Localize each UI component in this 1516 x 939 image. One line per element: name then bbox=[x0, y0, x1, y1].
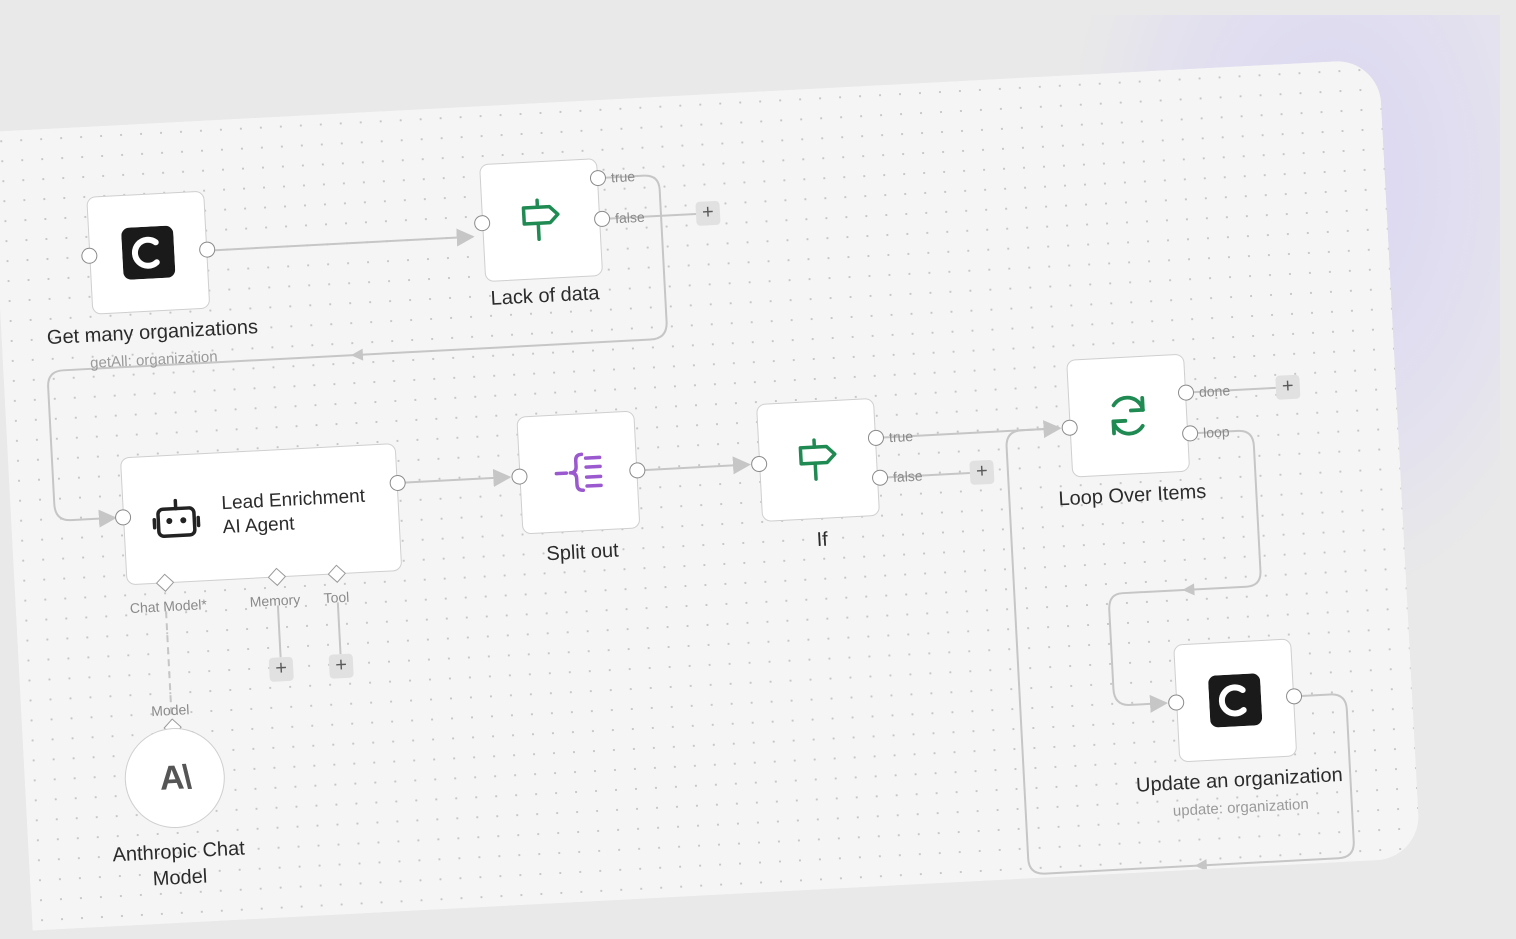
port-label-memory: Memory bbox=[249, 591, 301, 610]
edge-update-loop bbox=[1005, 427, 1355, 875]
organization-app-icon bbox=[1208, 673, 1263, 728]
node-if[interactable] bbox=[756, 397, 881, 522]
add-memory-button[interactable]: + bbox=[268, 656, 294, 682]
output-label-true-if: true bbox=[888, 427, 914, 446]
edge-getorgs-lackofdata bbox=[210, 228, 475, 252]
port-label-model: Model bbox=[150, 701, 190, 720]
node-get-many-organizations[interactable] bbox=[86, 190, 211, 315]
robot-icon bbox=[152, 498, 201, 539]
workflow-canvas[interactable]: Get many organizations getAll: organizat… bbox=[0, 59, 1421, 931]
node-ai-agent[interactable]: Lead Enrichment AI Agent bbox=[119, 443, 403, 586]
output-label-loop: loop bbox=[1202, 423, 1230, 441]
signpost-icon bbox=[798, 438, 837, 481]
output-label-true: true bbox=[610, 168, 636, 186]
edge-loop-done bbox=[1193, 386, 1276, 394]
agent-title: Lead Enrichment AI Agent bbox=[220, 485, 366, 539]
add-node-button[interactable]: + bbox=[695, 200, 721, 226]
organization-app-icon bbox=[121, 225, 176, 280]
edge-memory-plus bbox=[276, 605, 282, 658]
output-label-done: done bbox=[1198, 382, 1231, 400]
add-tool-button[interactable]: + bbox=[328, 653, 354, 679]
output-label-false: false bbox=[614, 208, 646, 227]
add-node-button[interactable]: + bbox=[1275, 374, 1301, 400]
output-label-false-if: false bbox=[892, 467, 923, 486]
node-split-out[interactable] bbox=[516, 410, 641, 535]
edge-lackofdata-false bbox=[606, 212, 697, 220]
refresh-loop-icon bbox=[1111, 395, 1145, 436]
port-label-tool: Tool bbox=[323, 588, 350, 606]
signpost-icon bbox=[521, 198, 560, 241]
edge-if-false bbox=[879, 472, 970, 479]
split-out-icon bbox=[554, 452, 603, 493]
node-lack-of-data[interactable] bbox=[479, 158, 604, 283]
node-loop-over-items[interactable] bbox=[1066, 353, 1191, 478]
edge-splitout-if bbox=[641, 456, 751, 475]
connections-layer bbox=[47, 174, 1355, 875]
node-title-anthropic: Anthropic Chat Model bbox=[112, 837, 246, 891]
node-update-organization[interactable] bbox=[1173, 638, 1298, 763]
anthropic-logo-icon: A\ bbox=[158, 757, 191, 798]
edge-tool-plus bbox=[336, 602, 342, 655]
edge-agent-splitout bbox=[403, 468, 512, 487]
edge-chatmodel-anthropic bbox=[165, 611, 173, 724]
add-node-button[interactable]: + bbox=[969, 459, 995, 485]
